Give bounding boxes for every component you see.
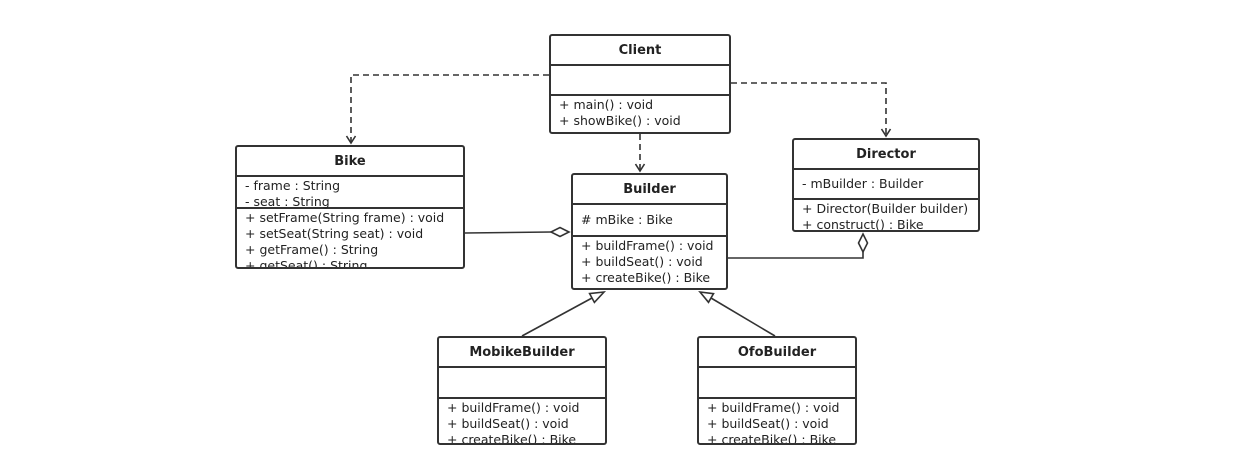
class-method: + getSeat() : String	[245, 258, 368, 269]
class-method: + buildFrame() : void	[447, 400, 580, 415]
aggregation-diamond-builder	[549, 226, 571, 238]
class-method: + createBike() : Bike	[447, 432, 577, 445]
class-method: + createBike() : Bike	[581, 270, 711, 285]
class-method: + buildSeat() : void	[581, 254, 703, 269]
class-method: + Director(Builder builder)	[802, 201, 969, 216]
class-methods: + buildFrame() : void+ buildSeat() : voi…	[699, 399, 855, 445]
class-methods: + setFrame(String frame) : void+ setSeat…	[237, 209, 463, 269]
class-ofo-builder: OfoBuilder + buildFrame() : void+ buildS…	[697, 336, 857, 445]
class-bike: Bike - frame : String- seat : String + s…	[235, 145, 465, 269]
class-attributes: # mBike : Bike	[573, 205, 726, 237]
class-name: Builder	[573, 175, 726, 205]
class-name: Client	[551, 36, 729, 66]
class-attributes	[699, 368, 855, 399]
class-builder: Builder # mBike : Bike + buildFrame() : …	[571, 173, 728, 290]
class-method: + setFrame(String frame) : void	[245, 210, 445, 225]
aggregation-builder-bike	[464, 231, 552, 234]
class-method: + buildSeat() : void	[447, 416, 569, 431]
class-mobike-builder: MobikeBuilder + buildFrame() : void+ bui…	[437, 336, 607, 445]
generalization-ofo-builder	[710, 297, 776, 337]
class-attribute: - seat : String	[245, 194, 330, 209]
class-method: + setSeat(String seat) : void	[245, 226, 424, 241]
class-method: + buildFrame() : void	[707, 400, 840, 415]
generalization-triangle-ofo	[698, 290, 715, 304]
class-method: + main() : void	[559, 97, 654, 112]
class-attributes	[439, 368, 605, 399]
class-attribute: - frame : String	[245, 178, 341, 193]
class-attributes: - mBuilder : Builder	[794, 170, 978, 200]
class-method: + buildSeat() : void	[707, 416, 829, 431]
class-attributes: - frame : String- seat : String	[237, 177, 463, 209]
class-methods: + main() : void+ showBike() : void	[551, 96, 729, 131]
class-method: + showBike() : void	[559, 113, 681, 128]
class-director: Director - mBuilder : Builder + Director…	[792, 138, 980, 232]
class-name: Bike	[237, 147, 463, 177]
generalization-mobike-builder	[521, 297, 593, 337]
class-attribute: # mBike : Bike	[581, 212, 673, 227]
class-name: OfoBuilder	[699, 338, 855, 368]
class-client: Client + main() : void+ showBike() : voi…	[549, 34, 731, 134]
aggregation-diamond-director	[857, 232, 869, 254]
class-method: + construct() : Bike	[802, 217, 924, 232]
class-method: + buildFrame() : void	[581, 238, 714, 253]
class-method: + getFrame() : String	[245, 242, 379, 257]
class-method: + createBike() : Bike	[707, 432, 837, 445]
dependency-client-bike	[345, 74, 549, 145]
class-methods: + Director(Builder builder)+ construct()…	[794, 200, 978, 232]
class-methods: + buildFrame() : void+ buildSeat() : voi…	[573, 237, 726, 288]
class-methods: + buildFrame() : void+ buildSeat() : voi…	[439, 399, 605, 445]
aggregation-director-builder	[728, 252, 864, 259]
class-name: Director	[794, 140, 978, 170]
dependency-client-director	[731, 82, 892, 138]
class-attribute: - mBuilder : Builder	[802, 176, 924, 191]
class-name: MobikeBuilder	[439, 338, 605, 368]
generalization-triangle-mobike	[588, 290, 607, 304]
class-attributes	[551, 66, 729, 96]
